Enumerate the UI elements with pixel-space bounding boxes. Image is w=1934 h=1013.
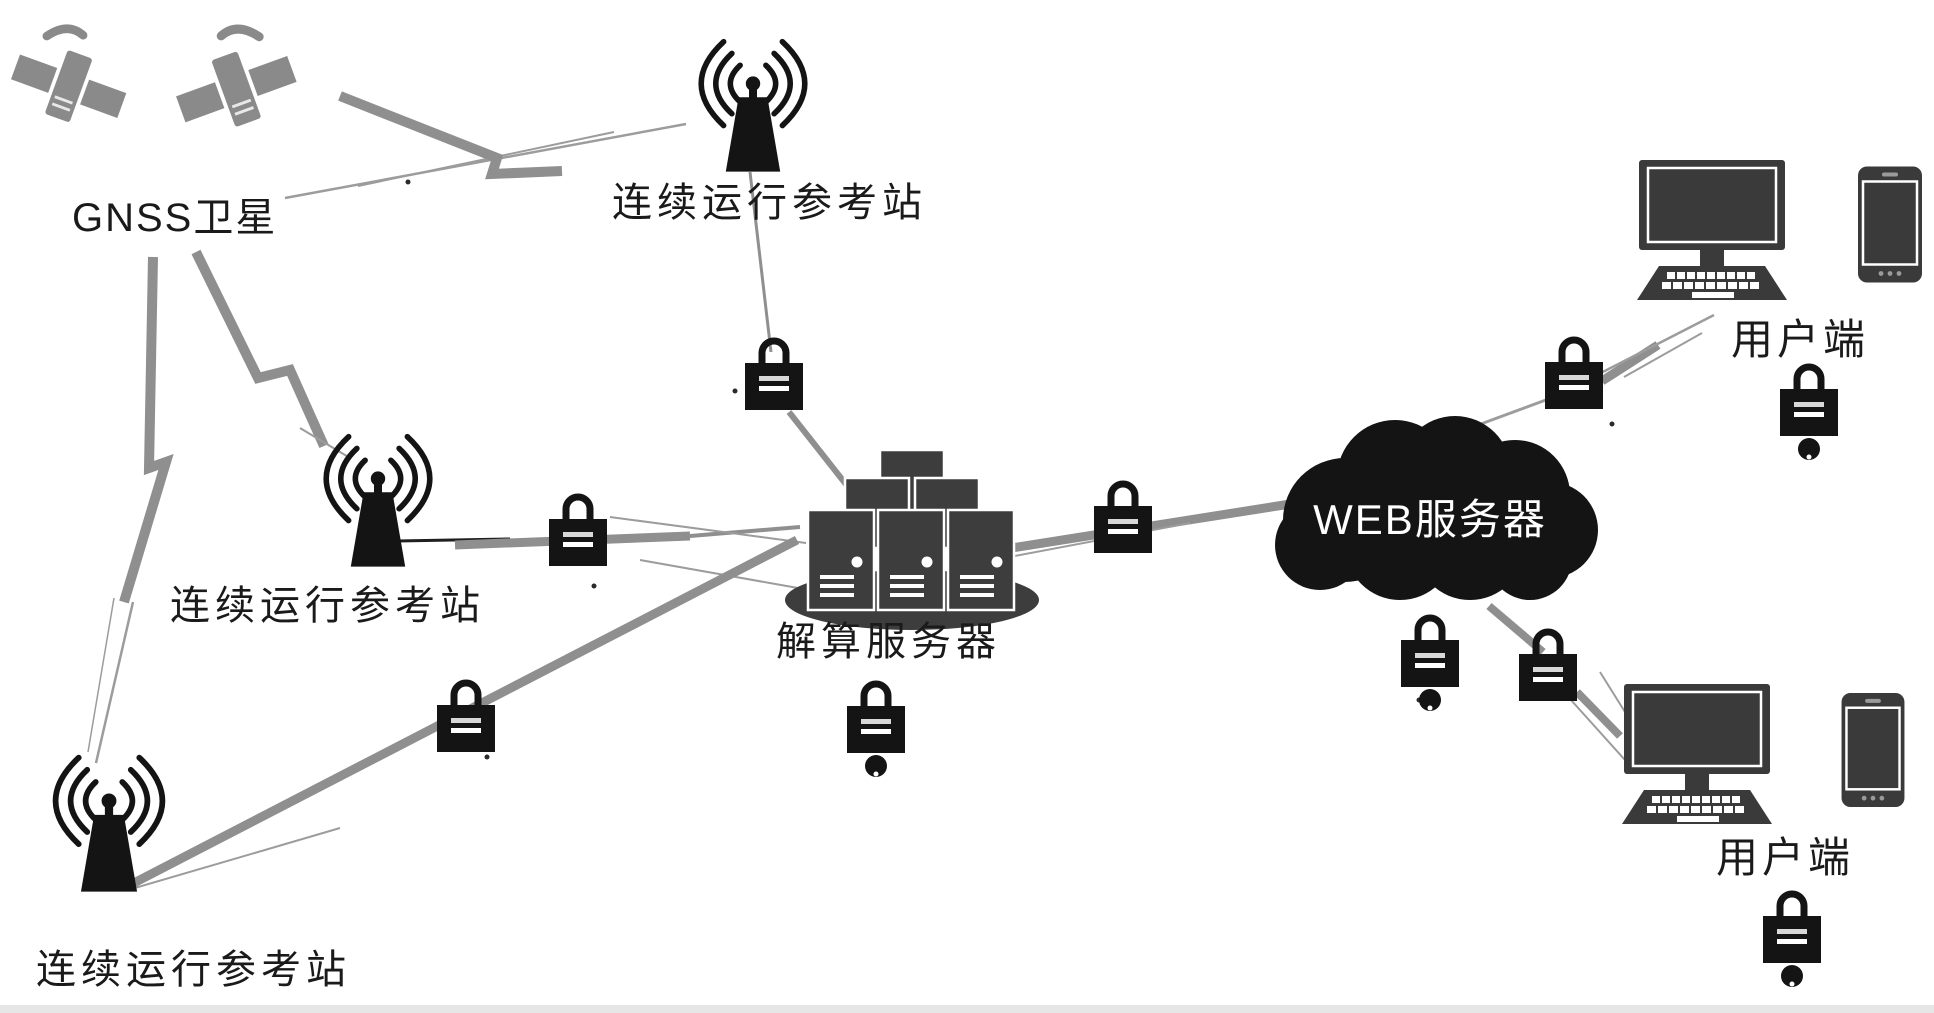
lock-key-icon-compute-server [846,676,906,778]
scan-edge-artifact [0,1005,1934,1013]
link-cloud-usertop-c [1623,332,1703,378]
link-server-cloud-thick [1004,492,1336,554]
link-midstation-server-thin-b [639,559,799,589]
link-midstation-server-taper [689,525,801,538]
link-gnss-bottom-thin-a [94,601,135,764]
satellite-icon [2,22,134,154]
user-terminal-bottom-label: 用户端 [1716,836,1855,882]
link-bottomstation-server-thin [127,827,341,891]
antenna-icon-bottom [10,725,175,890]
user-terminal-top-label: 用户端 [1731,318,1870,364]
link-server-cloud-thin [987,522,1191,562]
lock-icon-cloud-usertop-link [1544,332,1604,410]
reference-station-middle-label: 连续运行参考站 [170,583,485,628]
speck-dots [405,179,1615,760]
link-cloud-usertop-thick [1599,341,1661,385]
link-gnss-bottom-thin-b [87,597,115,753]
satellite-icon [168,22,306,160]
lock-key-icon-userbottom [1762,886,1822,988]
lock-key-icon-cloud [1400,610,1460,712]
compute-server-label: 解算服务器 [776,619,1001,664]
lock-icon-bottomstation-link [436,675,496,753]
lightning-gnss-bottom [119,256,174,604]
smartphone-icon [1841,693,1905,807]
link-gnss-mid-thin [299,427,351,459]
link-gnss-top-station-a [284,122,687,200]
web-server-label: WEB服务器 [1313,496,1547,543]
reference-station-bottom-label: 连续运行参考站 [36,947,351,992]
desktop-computer-icon [1637,160,1787,302]
desktop-computer-icon [1622,684,1772,826]
lightning-gnss-top [338,91,563,180]
lock-key-icon-usertop [1779,359,1839,461]
lock-icon-cloud-userbottom-link [1518,624,1578,702]
lightning-gnss-mid [191,249,329,449]
link-topstation-server-a [748,171,773,353]
link-midstation-server-thin-a [609,516,807,544]
cloud-icon [1275,416,1598,600]
link-cloud-userbottom-thin-a [1561,689,1635,771]
antenna-icon-top [657,10,817,170]
lock-icon-topstation-link [744,333,804,411]
gnss-satellite-label: GNSS卫星 [72,196,278,240]
server-cluster-icon [785,448,1039,630]
lock-icon-server-cloud-link [1093,476,1153,554]
reference-station-top-label: 连续运行参考站 [612,180,927,225]
antenna-icon-middle [282,405,442,565]
lock-icon-midstation-link [548,489,608,567]
smartphone-icon [1858,166,1922,283]
link-cloud-userbottom-b [1574,689,1623,739]
